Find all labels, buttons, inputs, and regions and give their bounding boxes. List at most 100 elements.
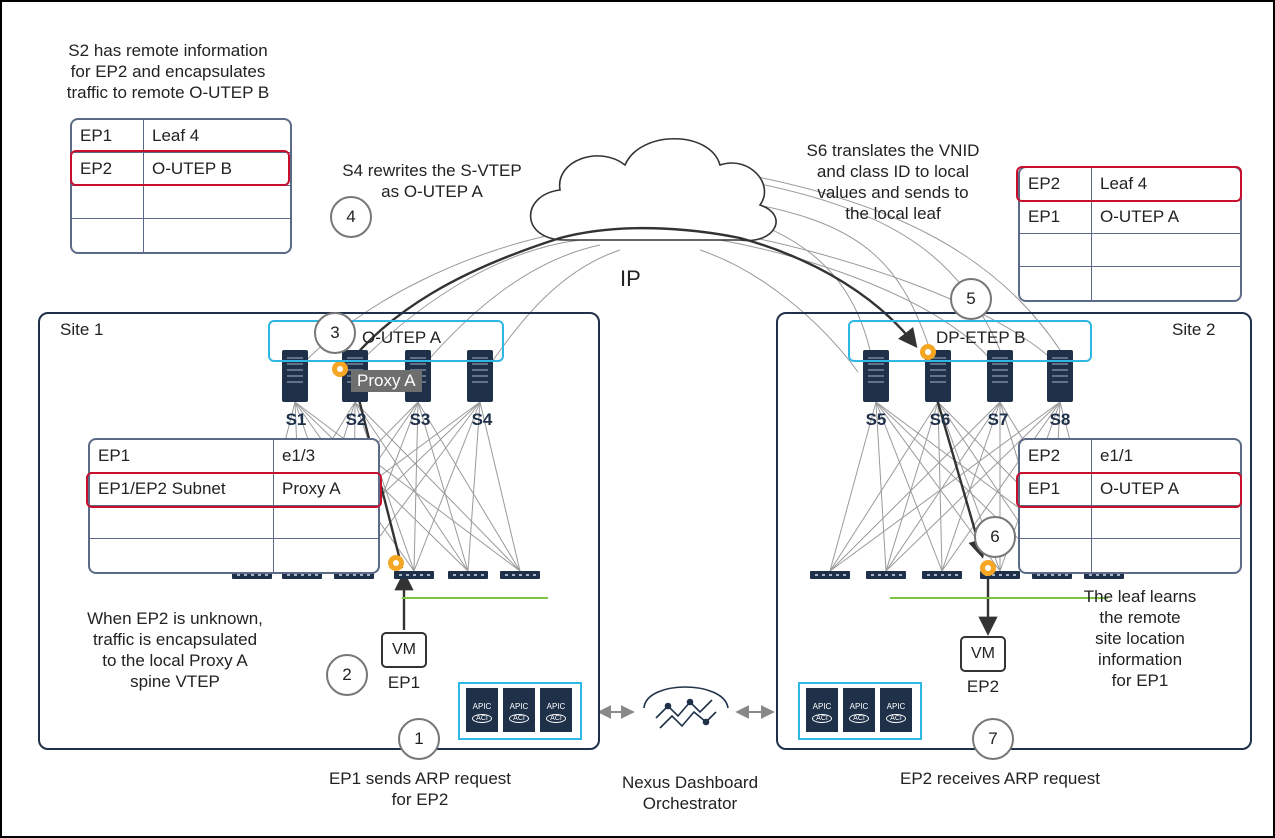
apic-controller: APIC ACI (880, 688, 912, 732)
spine-label-s8: S8 (1049, 410, 1071, 429)
table-cell: EP1 (1020, 201, 1092, 233)
table-cell: EP1 (1020, 473, 1092, 505)
spine-label-s5: S5 (865, 410, 887, 429)
site2-leaf-switch-3 (922, 571, 962, 579)
site2-leaf-table-highlight (1016, 472, 1242, 508)
table-row (1020, 267, 1240, 300)
table-row (72, 186, 290, 219)
table-cell: e1/1 (1100, 446, 1134, 465)
step-3: 3 (314, 312, 356, 354)
ep2-label: EP2 (966, 677, 1000, 696)
proxy-badge: Proxy A (351, 370, 422, 392)
table-row: EP1/EP2 Subnet Proxy A (90, 473, 378, 506)
table-cell (1020, 506, 1092, 538)
site1-label: Site 1 (60, 320, 104, 339)
table-row: EP2 O-UTEP B (72, 153, 290, 186)
apic-label: APIC (509, 702, 529, 711)
table-row: EP1 O-UTEP A (1020, 473, 1240, 506)
table-cell (144, 219, 290, 252)
table-cell (1020, 267, 1092, 300)
apic-label: APIC (546, 702, 566, 711)
apic-label: APIC (849, 702, 869, 711)
table-cell: Proxy A (282, 479, 341, 498)
s2-table: EP1 Leaf 4 EP2 O-UTEP B (70, 118, 292, 254)
ip-cloud-label: IP (620, 266, 641, 291)
table-cell: EP1 (72, 120, 144, 152)
table-cell: O-UTEP A (1100, 479, 1180, 498)
gear-icon-leaf1 (388, 555, 404, 571)
apic-controller: APIC ACI (843, 688, 875, 732)
aci-label: ACI (886, 714, 906, 723)
site1-leaf-switch-5 (448, 571, 488, 579)
site1-box (38, 312, 600, 750)
table-cell: EP2 (1020, 440, 1092, 472)
apic-controller: APIC ACI (806, 688, 838, 732)
step-6: 6 (974, 516, 1016, 558)
vm2: VM (960, 636, 1006, 672)
spine-switch-s1 (282, 350, 308, 402)
table-cell (72, 186, 144, 218)
spine-label-s6: S6 (929, 410, 951, 429)
site2-vtep-box (848, 320, 1092, 362)
apic-label: APIC (886, 702, 906, 711)
step-5: 5 (950, 278, 992, 320)
table-cell (1092, 506, 1240, 538)
caption-step7: EP2 receives ARP request (899, 769, 1100, 788)
table-row: EP1 Leaf 4 (72, 120, 290, 153)
table-cell: EP1 (90, 440, 274, 472)
apic-label: APIC (472, 702, 492, 711)
apic-controller: APIC ACI (503, 688, 535, 732)
spine-label-s4: S4 (471, 410, 493, 429)
table-cell (72, 219, 144, 252)
table-cell (1092, 234, 1240, 266)
aci-label: ACI (812, 714, 832, 723)
table-cell: EP2 (72, 153, 144, 185)
site1-leaf-table-highlight (86, 472, 382, 508)
table-cell (1020, 234, 1092, 266)
site1-leaf-switch-4 (394, 571, 434, 579)
aci-label: ACI (849, 714, 869, 723)
site1-vtep-box (268, 320, 504, 362)
gear-icon-s2 (332, 361, 348, 377)
spine-switch-s5 (863, 350, 889, 402)
table-row (90, 506, 378, 539)
aci-label: ACI (509, 714, 529, 723)
site1-vtep-label: O-UTEP A (362, 328, 442, 347)
table-cell (90, 506, 274, 538)
site2-box (776, 312, 1252, 750)
table-cell: O-UTEP A (1100, 207, 1180, 226)
table-cell (274, 539, 378, 572)
table-cell: Leaf 4 (152, 126, 200, 145)
site2-vtep-label: DP-ETEP B (936, 328, 1026, 347)
table-cell: O-UTEP B (152, 159, 232, 178)
site1-leaf-switch-6 (500, 571, 540, 579)
spine-label-s2: S2 (345, 410, 367, 429)
s2-table-highlight (70, 150, 290, 186)
apic-controller: APIC ACI (540, 688, 572, 732)
step-7: 7 (972, 718, 1014, 760)
table-cell: EP2 (1020, 168, 1092, 200)
ndo-icon (643, 686, 729, 729)
table-cell (144, 186, 290, 218)
site2-apic-cluster: APIC ACI APIC ACI APIC ACI (798, 682, 922, 740)
ip-cloud (529, 138, 777, 242)
aci-label: ACI (546, 714, 566, 723)
site2-label: Site 2 (1172, 320, 1216, 339)
table-cell (1092, 539, 1240, 572)
table-cell (1020, 539, 1092, 572)
spine-label-s7: S7 (987, 410, 1009, 429)
table-cell (90, 539, 274, 572)
table-cell: EP1/EP2 Subnet (90, 473, 274, 505)
s6-table-highlight (1016, 166, 1242, 202)
apic-label: APIC (812, 702, 832, 711)
spine-label-s1: S1 (285, 410, 307, 429)
table-row (1020, 539, 1240, 572)
